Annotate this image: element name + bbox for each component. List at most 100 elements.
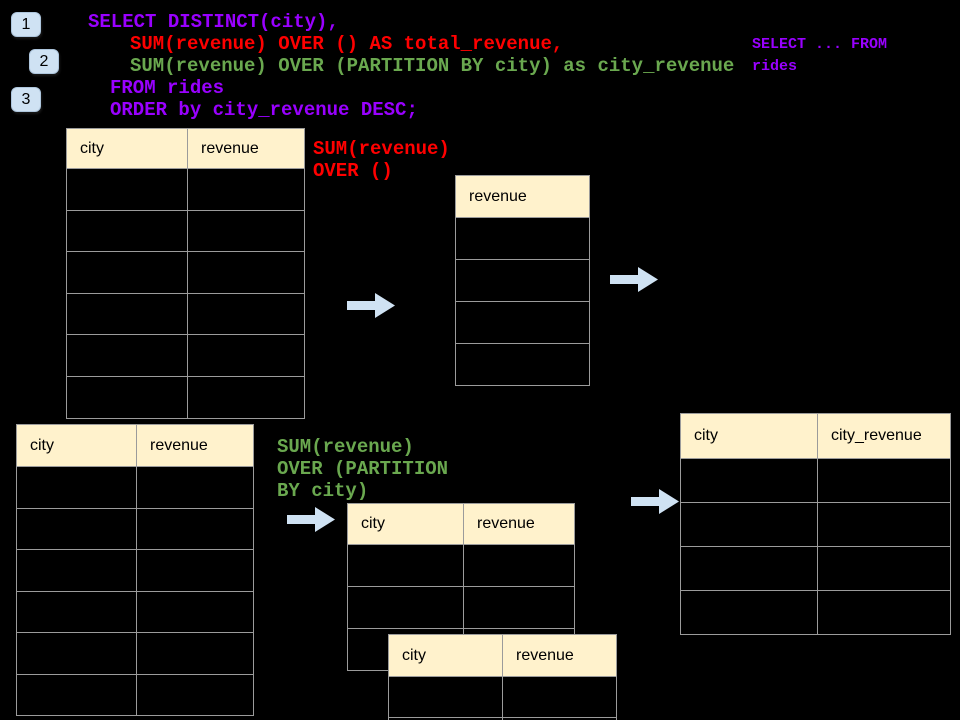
table-cell-empty bbox=[137, 467, 253, 508]
table-city-revenue-result: city city_revenue bbox=[680, 413, 951, 635]
note-line: SELECT ... FROM bbox=[752, 36, 888, 53]
label-line: OVER () bbox=[313, 160, 393, 182]
table-body bbox=[389, 676, 616, 720]
table-cell-empty bbox=[456, 260, 589, 301]
label-line: OVER (PARTITION bbox=[277, 458, 449, 480]
table-row bbox=[17, 590, 253, 633]
table-header-row: city revenue bbox=[17, 425, 253, 466]
table-cell-empty bbox=[137, 509, 253, 550]
table-cell-empty bbox=[456, 344, 589, 385]
sql-line-order: ORDER by city_revenue DESC; bbox=[110, 99, 418, 121]
column-header-city: city bbox=[67, 129, 188, 168]
sql-line-from: FROM rides bbox=[110, 77, 225, 99]
table-cell-empty bbox=[818, 591, 950, 634]
table-cell-empty bbox=[818, 503, 950, 546]
table-cell-empty bbox=[67, 293, 188, 335]
table-header-row: city revenue bbox=[389, 635, 616, 676]
table-cell-empty bbox=[137, 675, 253, 716]
table-row bbox=[17, 673, 253, 716]
label-line: SUM(revenue) bbox=[313, 138, 450, 160]
table-cell-empty bbox=[188, 169, 304, 210]
table-cell-empty bbox=[681, 503, 818, 546]
arrow-right-icon bbox=[287, 507, 335, 532]
table-row bbox=[67, 334, 304, 376]
table-cell-empty bbox=[188, 335, 304, 376]
table-row bbox=[67, 168, 304, 210]
table-total-revenue-result: revenue bbox=[455, 175, 590, 386]
sql-line-partition: SUM(revenue) OVER (PARTITION BY city) as… bbox=[130, 55, 735, 77]
table-row bbox=[456, 259, 589, 301]
table-cell-empty bbox=[67, 210, 188, 252]
column-header-revenue: revenue bbox=[469, 187, 527, 205]
table-row bbox=[681, 590, 950, 634]
column-header-city: city bbox=[389, 635, 503, 676]
table-row bbox=[17, 549, 253, 591]
table-row bbox=[456, 343, 589, 385]
table-cell-empty bbox=[818, 459, 950, 502]
table-cell-empty bbox=[67, 169, 188, 210]
arrow-right-icon bbox=[347, 293, 395, 318]
column-header-city: city bbox=[681, 414, 818, 458]
column-header-city: city bbox=[17, 425, 137, 466]
table-row bbox=[67, 209, 304, 252]
table-cell-empty bbox=[17, 674, 137, 715]
sql-code-block: SELECT DISTINCT(city), SUM(revenue) OVER… bbox=[88, 11, 734, 121]
label-sum-over-partition: SUM(revenue) OVER (PARTITION BY city) bbox=[277, 436, 448, 502]
table-cell-empty bbox=[137, 633, 253, 674]
table-row bbox=[17, 466, 253, 508]
table-cell-empty bbox=[188, 211, 304, 252]
table-rides-top: city revenue bbox=[66, 128, 305, 419]
table-row bbox=[67, 375, 304, 418]
sql-line-total: SUM(revenue) OVER () AS total_revenue, bbox=[130, 33, 564, 55]
table-cell-empty bbox=[17, 633, 137, 674]
table-cell-empty bbox=[67, 252, 188, 293]
table-body bbox=[456, 217, 589, 385]
table-cell-empty bbox=[464, 545, 574, 586]
table-row bbox=[681, 502, 950, 546]
table-header-row: city city_revenue bbox=[681, 414, 950, 458]
table-cell-empty bbox=[389, 718, 503, 720]
sql-line-select: SELECT DISTINCT(city), bbox=[88, 11, 339, 33]
table-cell-empty bbox=[188, 294, 304, 335]
table-cell-empty bbox=[456, 302, 589, 343]
table-row bbox=[348, 586, 574, 628]
table-row bbox=[67, 251, 304, 293]
table-row bbox=[17, 507, 253, 550]
table-cell-empty bbox=[348, 587, 464, 628]
table-cell-empty bbox=[188, 377, 304, 418]
table-rides-bottom: city revenue bbox=[16, 424, 254, 716]
table-cell-empty bbox=[348, 545, 464, 586]
label-line: BY city) bbox=[277, 480, 369, 502]
column-header-revenue: revenue bbox=[201, 139, 259, 157]
step-badge-2: 2 bbox=[29, 49, 59, 74]
table-cell-empty bbox=[17, 508, 137, 549]
note-line: rides bbox=[752, 58, 798, 75]
table-row bbox=[348, 544, 574, 586]
table-body bbox=[681, 458, 950, 634]
table-row bbox=[17, 632, 253, 674]
arrow-right-icon bbox=[631, 489, 679, 514]
table-header-row: city revenue bbox=[348, 504, 574, 544]
table-cell-empty bbox=[17, 550, 137, 591]
table-cell-empty bbox=[681, 459, 818, 502]
table-partition-step: city revenue bbox=[347, 503, 575, 671]
table-row bbox=[681, 546, 950, 590]
table-row bbox=[389, 717, 616, 720]
table-cell-empty bbox=[464, 587, 574, 628]
column-header-city: city bbox=[348, 504, 464, 544]
table-cell-empty bbox=[17, 591, 137, 632]
step-badge-1: 1 bbox=[11, 12, 41, 37]
column-header-city-revenue: city_revenue bbox=[831, 427, 922, 444]
column-header-revenue: revenue bbox=[477, 515, 535, 532]
table-cell-empty bbox=[188, 252, 304, 293]
table-cell-empty bbox=[67, 335, 188, 376]
label-line: SUM(revenue) bbox=[277, 436, 414, 458]
table-cell-empty bbox=[137, 592, 253, 633]
table-cell-empty bbox=[17, 467, 137, 508]
table-header-row: city revenue bbox=[67, 129, 304, 168]
table-cell-empty bbox=[389, 677, 503, 717]
table-row bbox=[456, 301, 589, 343]
table-row bbox=[456, 217, 589, 259]
table-cell-empty bbox=[681, 547, 818, 590]
